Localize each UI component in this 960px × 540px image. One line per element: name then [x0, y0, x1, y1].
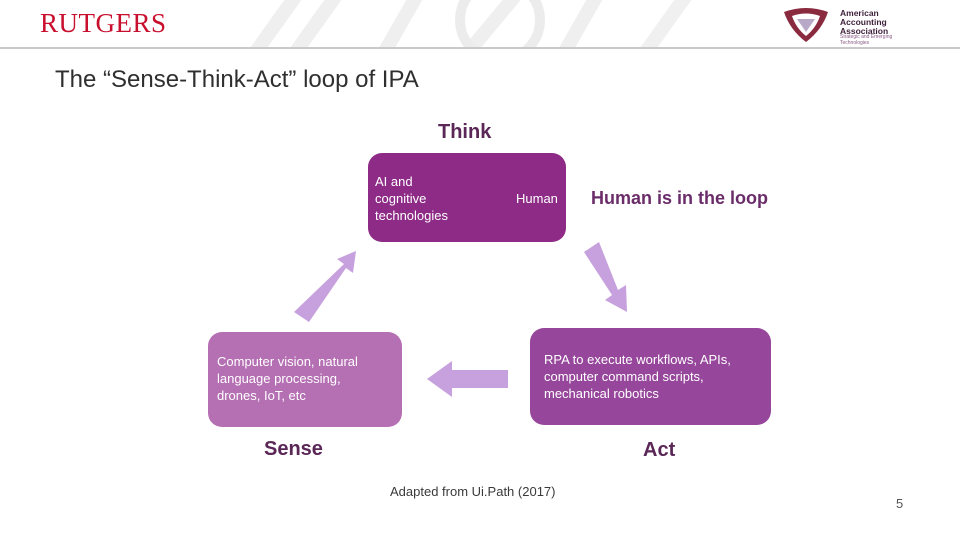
arrow-sense-to-think: [294, 251, 356, 322]
aaa-logo-icon: [784, 8, 828, 42]
think-left-text: AI and cognitive technologies: [375, 174, 448, 223]
arrow-think-to-act: [584, 242, 627, 312]
header-divider: [0, 47, 960, 49]
source-caption: Adapted from Ui.Path (2017): [390, 484, 556, 499]
think-right-text: Human: [516, 191, 558, 206]
aaa-name: American Accounting Association: [840, 8, 889, 36]
arrow-act-to-sense: [427, 361, 508, 397]
sense-box: Computer vision, natural language proces…: [208, 332, 402, 427]
act-label: Act: [643, 439, 676, 461]
act-box: RPA to execute workflows, APIs, computer…: [530, 328, 771, 425]
header-watermark: [0, 0, 960, 48]
sense-label: Sense: [264, 438, 323, 460]
rutgers-logo: RUTGERS: [40, 8, 167, 38]
page-number: 5: [896, 496, 904, 511]
aaa-subtitle: Strategic and Emerging Technologies: [840, 34, 893, 46]
slide-title: The “Sense-Think-Act” loop of IPA: [55, 66, 419, 93]
think-box: AI and cognitive technologies Human: [368, 153, 566, 242]
think-label: Think: [438, 121, 492, 143]
human-in-loop-note: Human is in the loop: [591, 188, 769, 208]
sense-text: Computer vision, natural language proces…: [217, 354, 358, 403]
act-text: RPA to execute workflows, APIs, computer…: [544, 352, 731, 401]
